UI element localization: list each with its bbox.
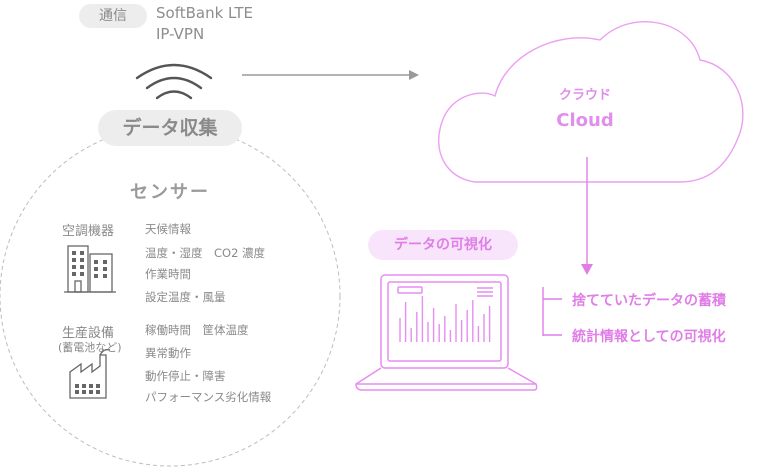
laptop-chart: [399, 296, 491, 342]
arrow-to-results: [581, 157, 593, 275]
sensor-title: センサー: [130, 182, 210, 203]
arrow-to-cloud: [242, 70, 419, 80]
sensor-item: 作業時間: [145, 267, 191, 281]
category-production-equipment: 生産設備: [62, 326, 115, 341]
cloud-label-en: Cloud: [556, 110, 614, 131]
laptop-icon: [355, 274, 538, 391]
cloud-label-jp: クラウド: [558, 88, 611, 103]
cloud-shape: [438, 20, 744, 183]
results-bracket: [542, 287, 562, 336]
data-visualization-label: データの可視化: [368, 230, 518, 260]
sensor-item: パフォーマンス劣化情報: [145, 390, 272, 404]
communication-line-lte: SoftBank LTE: [156, 4, 253, 22]
category-air-conditioning: 空調機器: [62, 224, 115, 239]
result-data-accumulation: 捨てていたデータの蓄積: [572, 293, 726, 309]
sensor-item: 稼働時間 筐体温度: [145, 323, 249, 337]
data-collection-label: データ収集: [98, 110, 242, 146]
communication-label: 通信: [79, 4, 147, 28]
communication-line-vpn: IP-VPN: [156, 25, 205, 43]
building-icon: [64, 245, 116, 293]
sensor-item: 異常動作: [145, 346, 191, 360]
result-statistics-visualization: 統計情報としての可視化: [572, 329, 726, 345]
factory-icon: [69, 348, 111, 399]
sensor-item: 設定温度・風量: [145, 290, 226, 304]
sensor-item: 天候情報: [145, 222, 191, 236]
sensor-item: 温度・湿度 CO2 濃度: [145, 246, 266, 260]
sensor-item: 動作停止・障害: [145, 369, 226, 383]
category-production-equipment-sub: (蓄電池など): [58, 341, 122, 354]
wifi-icon: [135, 63, 213, 100]
